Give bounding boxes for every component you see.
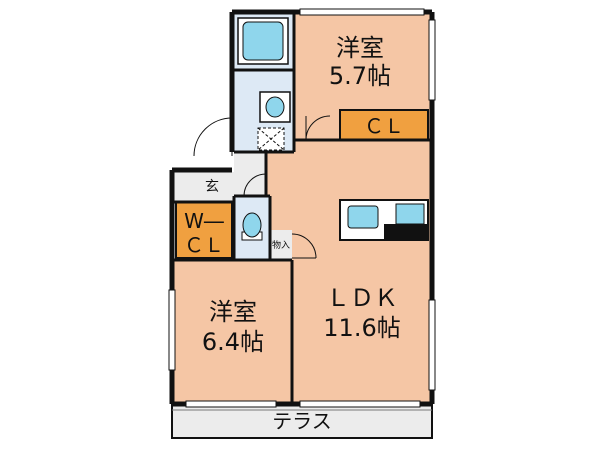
door-swings xyxy=(193,115,331,259)
walk-in-closet-label-2: ＣＬ xyxy=(184,233,224,257)
washing-machine-pan-icon xyxy=(257,127,285,151)
western-room-south-name: 洋室 xyxy=(209,298,257,326)
ldk-floor xyxy=(266,140,432,404)
north-closet xyxy=(339,109,429,141)
windows xyxy=(168,8,436,408)
hallway-floor xyxy=(234,152,266,196)
north-closet-label: ＣＬ xyxy=(364,114,404,138)
ldk-name: ＬＤＫ xyxy=(326,284,398,312)
kitchen-sink-icon xyxy=(347,205,379,229)
entrance-floor xyxy=(174,172,234,202)
terrace-label: テラス xyxy=(272,409,332,433)
walk-in-closet-label-1: W― xyxy=(184,209,224,233)
western-room-south-size: 6.4帖 xyxy=(202,328,264,356)
storage-label: 物入 xyxy=(272,239,290,251)
western-room-south-floor xyxy=(174,260,292,404)
stove-icon xyxy=(395,203,425,225)
ldk-size: 11.6帖 xyxy=(323,314,400,342)
terrace xyxy=(171,403,433,439)
walk-in-closet xyxy=(175,201,233,259)
bathtub-icon xyxy=(237,17,289,65)
toilet-icon xyxy=(241,212,263,241)
storage-floor xyxy=(270,230,292,260)
western-room-north-size: 5.7帖 xyxy=(329,62,391,90)
washbasin-icon xyxy=(259,91,291,123)
western-room-north-name: 洋室 xyxy=(336,34,384,62)
entrance-label: 玄 xyxy=(205,178,219,195)
